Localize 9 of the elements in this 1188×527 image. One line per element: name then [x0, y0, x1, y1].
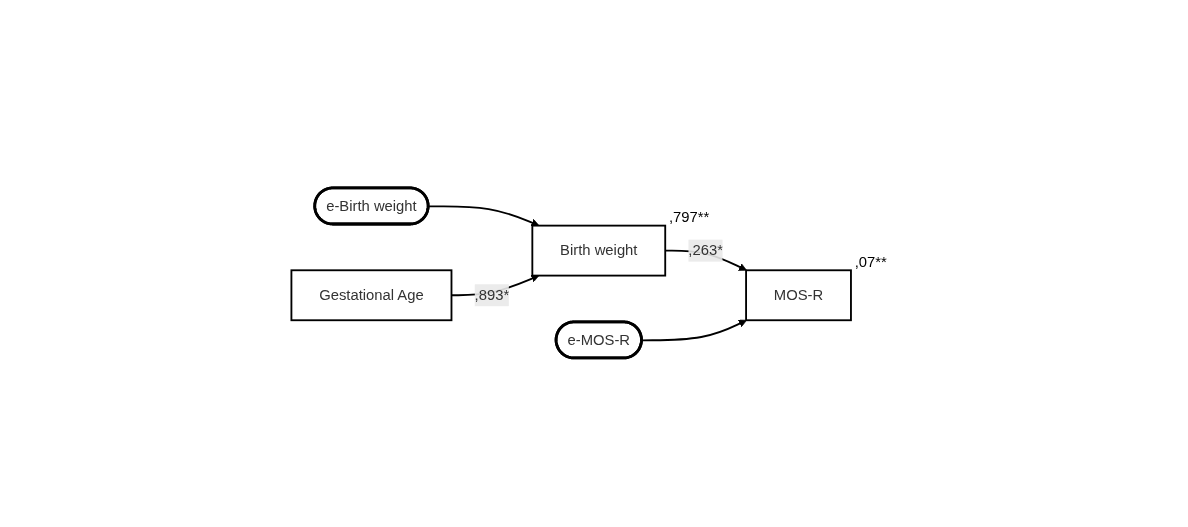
node-box: Birth weight	[531, 224, 666, 277]
edge-label: ,263*	[688, 242, 723, 258]
edge-label: ,893*	[474, 286, 509, 303]
arrow	[640, 319, 747, 342]
coefficient-label: ,07**	[854, 253, 887, 270]
coefficient-label: ,797**	[668, 208, 709, 225]
node-box: Gestational Age	[290, 269, 453, 321]
arrow	[427, 205, 539, 227]
node-box: MOS-R	[744, 269, 852, 321]
